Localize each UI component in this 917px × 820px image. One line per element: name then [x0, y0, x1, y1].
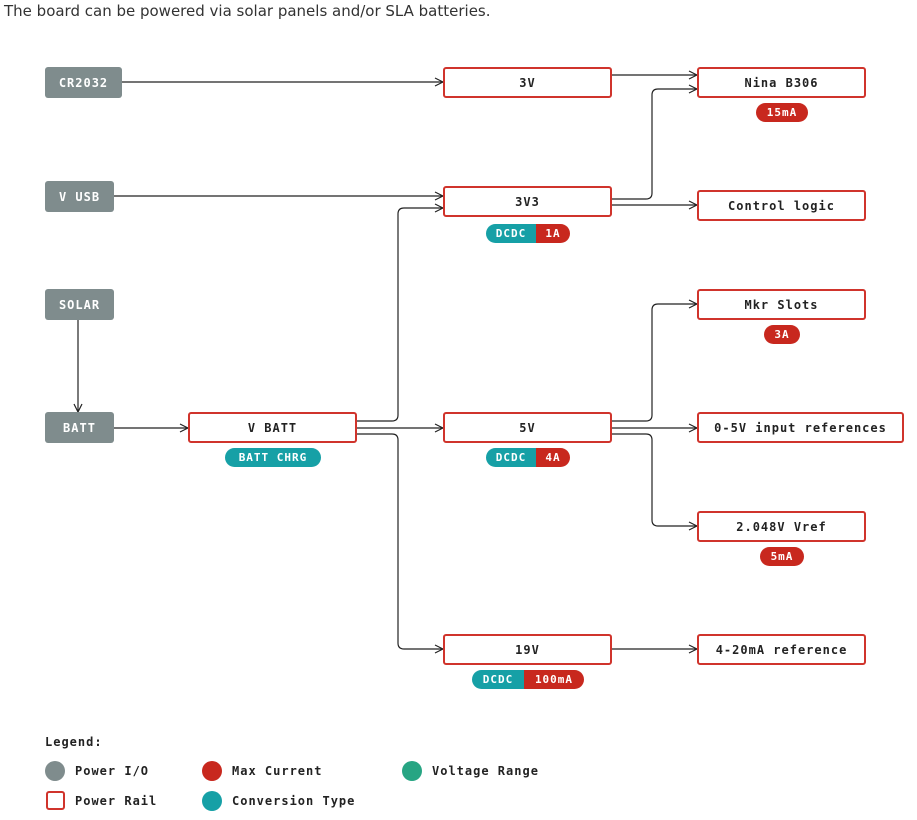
- power-rail-control-logic: Control logic: [697, 190, 866, 221]
- legend-item-voltage-range: Voltage Range: [402, 761, 539, 781]
- power-io-vusb: V USB: [45, 181, 114, 212]
- power-rail-vref: 2.048V Vref: [697, 511, 866, 542]
- gray-circle-icon: [45, 761, 65, 781]
- power-rail-19v: 19V: [443, 634, 612, 665]
- legend-item-power-rail: Power Rail: [46, 791, 157, 810]
- mkr-current-badge: 3A: [764, 325, 800, 344]
- 5v-badge: DCDC 4A: [486, 448, 570, 467]
- green-circle-icon: [402, 761, 422, 781]
- legend-label: Power I/O: [75, 764, 150, 778]
- power-rail-3v3: 3V3: [443, 186, 612, 217]
- 19v-badge: DCDC 100mA: [472, 670, 584, 689]
- legend-item-conversion-type: Conversion Type: [202, 791, 355, 811]
- power-io-batt: BATT: [45, 412, 114, 443]
- power-rail-mkr-slots: Mkr Slots: [697, 289, 866, 320]
- power-rail-3v: 3V: [443, 67, 612, 98]
- legend-label: Conversion Type: [232, 794, 356, 808]
- 3v3-badge: DCDC 1A: [486, 224, 570, 243]
- wire-3v3-nina: [611, 89, 697, 200]
- red-circle-icon: [202, 761, 222, 781]
- wire-vbatt-19v: [357, 433, 443, 649]
- wire-5v-mkr: [611, 304, 697, 422]
- vbatt-conversion-badge: BATT CHRG: [225, 448, 321, 467]
- conversion-type-label: DCDC: [472, 670, 524, 689]
- intro-text: The board can be powered via solar panel…: [4, 2, 491, 20]
- legend-item-power-io: Power I/O: [45, 761, 149, 781]
- power-rail-5v: 5V: [443, 412, 612, 443]
- power-rail-nina-b306: Nina B306: [697, 67, 866, 98]
- red-square-outline-icon: [46, 791, 65, 810]
- conversion-type-label: DCDC: [486, 224, 536, 243]
- legend-label: Max Current: [232, 764, 323, 778]
- max-current-label: 5mA: [760, 547, 804, 566]
- teal-circle-icon: [202, 791, 222, 811]
- max-current-label: 100mA: [524, 670, 584, 689]
- legend-label: Power Rail: [75, 793, 158, 808]
- wire-5v-vref: [611, 433, 697, 526]
- legend-item-max-current: Max Current: [202, 761, 322, 781]
- max-current-label: 3A: [764, 325, 800, 344]
- legend-title: Legend:: [45, 735, 103, 749]
- vref-current-badge: 5mA: [760, 547, 804, 566]
- power-rail-4-20ma-reference: 4-20mA reference: [697, 634, 866, 665]
- nina-current-badge: 15mA: [756, 103, 808, 122]
- power-io-solar: SOLAR: [45, 289, 114, 320]
- legend-label: Voltage Range: [432, 764, 539, 778]
- max-current-label: 1A: [536, 224, 570, 243]
- conversion-type-label: BATT CHRG: [225, 448, 321, 467]
- power-rail-input-references: 0-5V input references: [697, 412, 904, 443]
- wire-vbatt-3v3: [357, 208, 443, 422]
- conversion-type-label: DCDC: [486, 448, 536, 467]
- max-current-label: 15mA: [756, 103, 808, 122]
- power-io-cr2032: CR2032: [45, 67, 122, 98]
- max-current-label: 4A: [536, 448, 570, 467]
- power-rail-vbatt: V BATT: [188, 412, 357, 443]
